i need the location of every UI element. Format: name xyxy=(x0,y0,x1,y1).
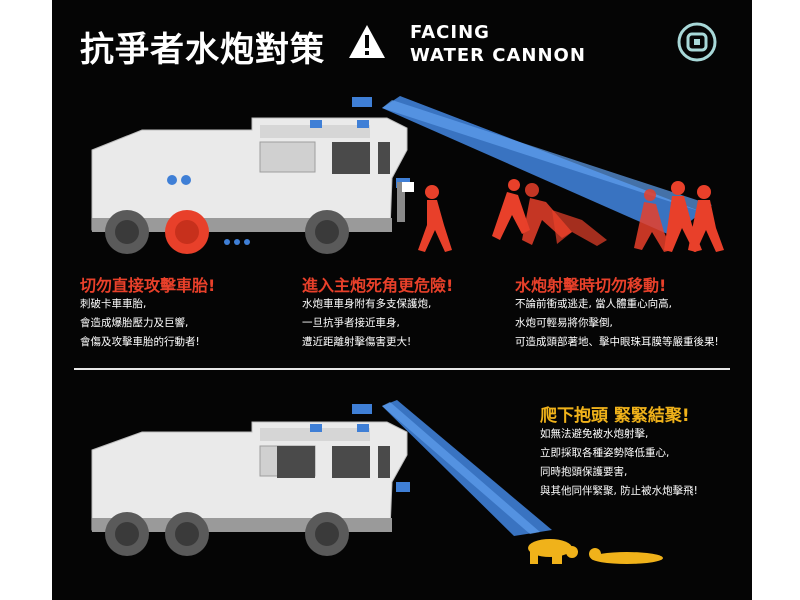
tip-2-line: 水炮車車身附有多支保護炮, xyxy=(302,298,432,310)
title-english-line2: WATER CANNON xyxy=(410,45,586,66)
tip-3-line: 可造成頭部著地、擊中眼珠耳膜等嚴重後果! xyxy=(515,336,719,348)
water-cannon-truck xyxy=(91,97,414,254)
bottom-tip-line: 如無法避免被水炮射擊, xyxy=(540,428,649,440)
tip-1-heading: 切勿直接攻擊車胎! xyxy=(80,276,216,295)
title-english-line1: FACING xyxy=(410,22,490,43)
top-scene-illustration xyxy=(91,96,724,254)
bottom-tip-heading: 爬下抱頭 緊緊結聚! xyxy=(540,406,690,426)
crouching-protester-figures xyxy=(528,539,663,564)
warning-triangle-icon xyxy=(349,25,385,58)
bottom-tip-line: 立即採取各種姿勢降低重心, xyxy=(540,447,670,459)
tip-3-body: 不論前衝或逃走, 當人體重心向高, 水炮可輕易將你擊倒, 可造成頭部著地、擊中眼… xyxy=(515,295,719,352)
title-english: FACING WATER CANNON xyxy=(410,21,586,67)
tip-1-body: 刺破卡車車胎, 會造成爆胎壓力及巨響, 會傷及攻擊車胎的行動者! xyxy=(80,295,200,352)
tip-1-line: 會造成爆胎壓力及巨響, xyxy=(80,317,189,329)
tip-3-line: 不論前衝或逃走, 當人體重心向高, xyxy=(515,298,673,310)
bottom-tip-line: 與其他同伴緊聚, 防止被水炮擊飛! xyxy=(540,485,698,497)
tip-2-line: 遭近距離射擊傷害更大! xyxy=(302,336,412,348)
section-divider xyxy=(74,368,730,370)
infographic-poster: 抗爭者水炮對策 FACING WATER CANNON xyxy=(52,0,752,600)
title-chinese: 抗爭者水炮對策 xyxy=(80,30,325,70)
tip-3-line: 水炮可輕易將你擊倒, xyxy=(515,317,613,329)
tip-2-heading: 進入主炮死角更危險! xyxy=(302,276,454,295)
bottom-tip-body: 如無法避免被水炮射擊, 立即採取各種姿勢降低重心, 同時抱頭保護要害, 與其他同… xyxy=(540,425,698,501)
water-cannon-truck xyxy=(91,404,410,556)
water-jet-highlight xyxy=(382,402,540,534)
tip-3-heading: 水炮射擊時切勿移動! xyxy=(515,276,667,295)
bottom-tip-line: 同時抱頭保護要害, xyxy=(540,466,628,478)
brand-logo-icon xyxy=(677,22,717,62)
tip-2-line: 一旦抗爭者接近車身, xyxy=(302,317,400,329)
tip-2-body: 水炮車車身附有多支保護炮, 一旦抗爭者接近車身, 遭近距離射擊傷害更大! xyxy=(302,295,431,352)
tip-1-line: 會傷及攻擊車胎的行動者! xyxy=(80,336,200,348)
water-jet-highlight xyxy=(382,100,712,212)
tip-1-line: 刺破卡車車胎, xyxy=(80,298,147,310)
protester-figures xyxy=(418,179,724,252)
bottom-scene-illustration xyxy=(91,400,663,564)
